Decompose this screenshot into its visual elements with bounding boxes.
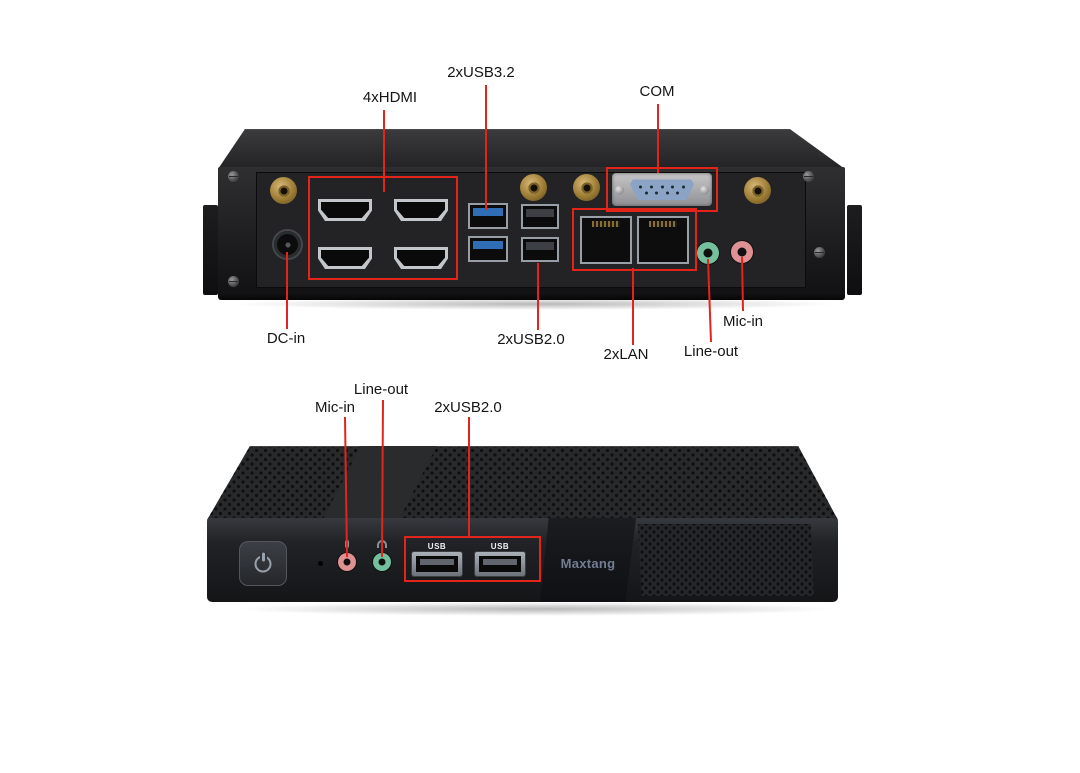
front-shadow xyxy=(230,602,840,616)
antenna-hole xyxy=(581,182,592,193)
label-com: COM xyxy=(639,83,675,100)
com-pins xyxy=(630,179,694,200)
rear-mount-ear-left xyxy=(203,205,218,295)
usb-tongue xyxy=(473,208,503,216)
antenna-connector-1 xyxy=(270,177,297,204)
antenna-hole xyxy=(528,182,539,193)
screw-icon xyxy=(814,247,825,258)
annotation-box-com xyxy=(606,167,718,212)
usb32-port-2 xyxy=(468,236,508,262)
usb32-port-1 xyxy=(468,203,508,229)
rear-chassis-top xyxy=(218,129,845,169)
mic-in-jack-rear xyxy=(731,241,753,263)
label-usb20-rear: 2xUSB2.0 xyxy=(497,331,565,348)
antenna-hole xyxy=(752,185,763,196)
power-led-hole xyxy=(318,561,323,566)
com-port xyxy=(612,173,712,206)
hdmi-port-1 xyxy=(318,199,372,221)
usb-shell xyxy=(475,552,525,576)
front-logo-panel: Maxtang xyxy=(540,518,636,602)
front-usb-port-1: USB xyxy=(412,541,462,576)
usb-tongue xyxy=(473,241,503,249)
hdmi-opening xyxy=(397,202,445,218)
hdmi-port-2 xyxy=(394,199,448,221)
dc-pin xyxy=(285,242,290,247)
usb-tongue xyxy=(526,209,554,217)
mic-in-jack-front xyxy=(338,553,356,571)
antenna-connector-3 xyxy=(573,174,600,201)
jack-hole xyxy=(703,248,713,258)
usb20-port-2 xyxy=(521,237,559,262)
lan-port-2 xyxy=(637,216,689,264)
jack-hole xyxy=(737,247,747,257)
usb-tongue xyxy=(483,559,517,565)
antenna-connector-4 xyxy=(744,177,771,204)
label-usb20-front: 2xUSB2.0 xyxy=(434,399,502,416)
usb-tongue xyxy=(526,242,554,250)
label-line-out-rear: Line-out xyxy=(683,343,739,360)
maxtang-logo: Maxtang xyxy=(560,556,616,571)
rj45-contacts xyxy=(649,221,677,227)
antenna-connector-2 xyxy=(520,174,547,201)
label-line-out-front: Line-out xyxy=(353,381,409,398)
usb20-port-1 xyxy=(521,204,559,229)
front-face-vents xyxy=(638,524,814,596)
hdmi-opening xyxy=(321,202,369,218)
com-screw-right xyxy=(700,185,709,194)
usb-shell xyxy=(412,552,462,576)
front-chassis-top-vents xyxy=(207,446,838,520)
annotation-box-hdmi xyxy=(308,176,458,280)
leader-line-out-front xyxy=(381,399,384,558)
screw-icon xyxy=(228,171,239,182)
hdmi-port-3 xyxy=(318,247,372,269)
com-dsub-connector xyxy=(630,179,694,200)
line-out-jack-front xyxy=(373,553,391,571)
com-screw-left xyxy=(615,185,624,194)
usb-print-label: USB xyxy=(490,542,510,551)
usb-tongue xyxy=(420,559,454,565)
label-usb32: 2xUSB3.2 xyxy=(447,64,515,81)
annotation-box-lan xyxy=(572,208,697,271)
annotation-box-front-usb xyxy=(404,536,541,582)
leader-mic-in-front xyxy=(344,416,348,558)
jack-hole xyxy=(343,558,351,566)
label-hdmi: 4xHDMI xyxy=(362,89,418,106)
jack-hole xyxy=(378,558,386,566)
front-usb-port-2: USB xyxy=(475,541,525,576)
rear-shadow xyxy=(230,298,840,310)
rear-chassis-bottom-edge xyxy=(218,293,845,300)
label-mic-in-front: Mic-in xyxy=(315,399,355,416)
hdmi-opening xyxy=(321,250,369,266)
hdmi-port-4 xyxy=(394,247,448,269)
power-icon xyxy=(254,555,272,572)
label-mic-in-rear: Mic-in xyxy=(723,313,763,330)
leader-line-out-rear xyxy=(707,258,712,343)
power-button xyxy=(239,541,287,586)
lan-port-1 xyxy=(580,216,632,264)
screw-icon xyxy=(228,276,239,287)
usb-print-label: USB xyxy=(427,542,447,551)
rj45-contacts xyxy=(592,221,620,227)
rear-mount-ear-right xyxy=(847,205,862,295)
screw-icon xyxy=(803,171,814,182)
line-out-jack-rear xyxy=(697,242,719,264)
label-lan: 2xLAN xyxy=(603,346,649,363)
hdmi-opening xyxy=(397,250,445,266)
label-dc-in: DC-in xyxy=(266,330,306,347)
antenna-hole xyxy=(278,185,289,196)
leader-mic-in-rear xyxy=(741,256,744,312)
